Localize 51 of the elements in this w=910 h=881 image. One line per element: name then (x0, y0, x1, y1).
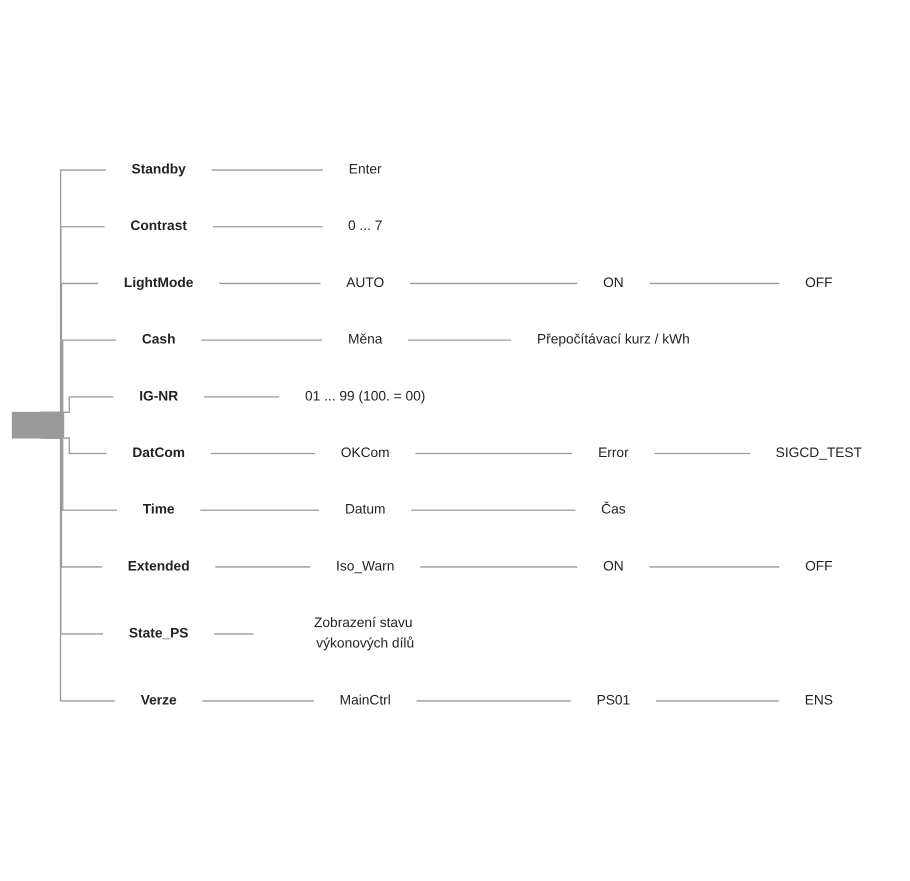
node-text: Datum (344, 502, 386, 517)
node-text: 0 ... 7 (348, 218, 382, 234)
connector (411, 509, 576, 510)
node-text: Čas (601, 502, 626, 517)
node-text: ON (603, 558, 624, 574)
connector (200, 509, 320, 510)
node-text: DatCom (132, 445, 186, 460)
node-text: Time (142, 502, 175, 517)
node-text: OFF (805, 275, 833, 290)
connector (214, 632, 254, 634)
connector (420, 566, 578, 568)
node-text: Enter (348, 162, 382, 176)
node-text: Standby (132, 162, 186, 176)
node-text: State_PS (128, 626, 188, 640)
node-text: Extended (128, 558, 190, 574)
connector (201, 339, 322, 340)
connector (219, 282, 320, 284)
connector (649, 566, 780, 568)
node-text: AUTO (346, 275, 384, 290)
connector (212, 168, 323, 170)
connector (649, 282, 780, 284)
connector (408, 339, 512, 340)
node-text: Cash (142, 332, 176, 347)
node-text: Contrast (130, 218, 187, 234)
connector (654, 452, 750, 454)
node-text: OFF (805, 558, 833, 574)
connector (210, 452, 315, 454)
node-text: Přepočítávací kurz / kWh (537, 332, 690, 347)
connector (202, 700, 314, 702)
connector (415, 452, 572, 454)
node-text: Iso_Warn (336, 558, 394, 574)
node-bar (12, 411, 64, 438)
connector (212, 226, 322, 227)
connector (656, 700, 779, 702)
connector (410, 282, 578, 284)
connector (204, 396, 280, 397)
node-text: 01 ... 99 (100. = 00) (305, 388, 426, 404)
connector (215, 566, 310, 568)
node-text: SIGCD_TEST (776, 445, 862, 460)
node-text: ON (603, 275, 624, 290)
node-text: OKCom (340, 445, 390, 460)
node-text: Error (598, 445, 629, 460)
node-text: Zobrazení stavu výkonových dílů (314, 615, 414, 651)
node-text: MainCtrl (340, 692, 391, 708)
node-text: PS01 (596, 692, 630, 708)
node-text: IG-NR (139, 388, 178, 404)
node-text: LightMode (124, 275, 194, 290)
node-text: ENS (804, 692, 833, 708)
node-text: Verze (140, 692, 177, 708)
connector (416, 700, 571, 702)
node-text: Měna (348, 332, 382, 347)
